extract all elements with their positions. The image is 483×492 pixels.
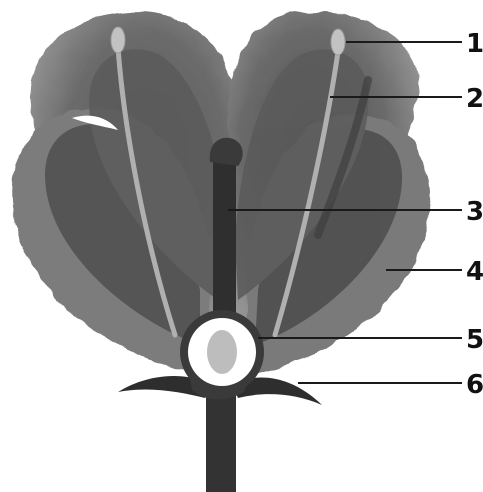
callout-label-6: 6 — [466, 370, 483, 400]
ovule — [207, 330, 237, 374]
callout-label-2: 2 — [466, 84, 483, 114]
callout-labels: 1 2 3 4 5 6 — [466, 29, 483, 400]
callout-label-5: 5 — [466, 325, 483, 355]
callout-label-3: 3 — [466, 197, 483, 227]
callout-label-4: 4 — [466, 257, 483, 287]
callout-label-1: 1 — [466, 29, 483, 59]
ovary — [180, 310, 264, 394]
anther-left — [111, 27, 125, 53]
anther-right — [331, 29, 345, 55]
pistil-style — [213, 160, 236, 330]
